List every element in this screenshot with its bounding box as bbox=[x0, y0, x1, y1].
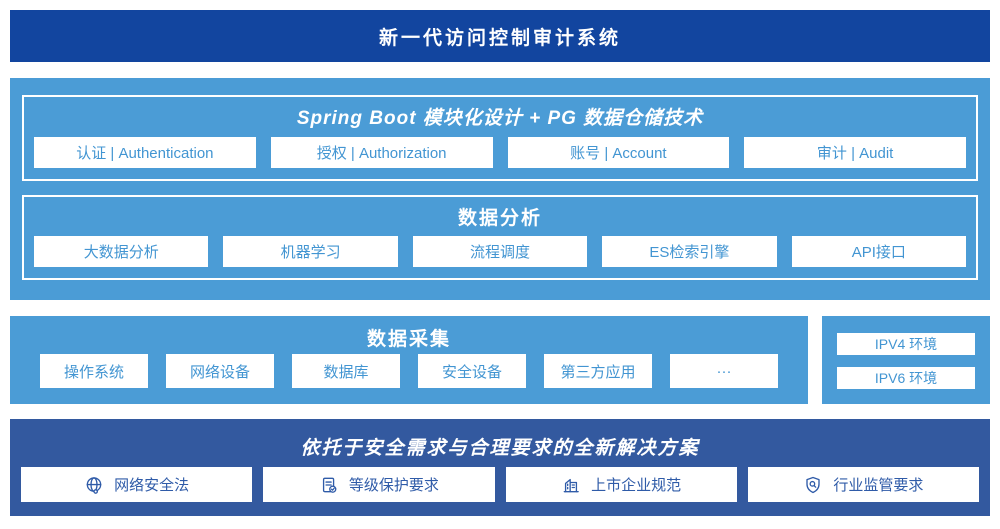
document-check-icon bbox=[319, 475, 339, 495]
requirement-label: 行业监管要求 bbox=[833, 477, 924, 494]
network-env-section: IPV4 环境 IPV6 环境 bbox=[822, 316, 990, 404]
analysis-es-search: ES检索引擎 bbox=[602, 236, 777, 267]
building-icon bbox=[561, 475, 581, 495]
modules-subsection: Spring Boot 模块化设计 + PG 数据仓储技术 认证 | Authe… bbox=[22, 95, 978, 181]
solution-title: 依托于安全需求与合理要求的全新解决方案 bbox=[300, 437, 700, 459]
collection-title: 数据采集 bbox=[366, 328, 451, 350]
source-third-party: 第三方应用 bbox=[544, 354, 652, 388]
analysis-subsection: 数据分析 大数据分析 机器学习 流程调度 ES检索引擎 API接口 bbox=[22, 194, 978, 280]
analysis-api: API接口 bbox=[791, 236, 967, 267]
requirement-classified-protection: 等级保护要求 bbox=[263, 467, 495, 502]
requirement-listed-company: 上市企业规范 bbox=[505, 467, 737, 502]
modules-row: 认证 | Authentication 授权 | Authorization 账… bbox=[24, 136, 976, 179]
source-os: 操作系统 bbox=[40, 354, 148, 388]
collection-section: 数据采集 操作系统 网络设备 数据库 安全设备 第三方应用 ··· bbox=[10, 316, 808, 404]
globe-icon bbox=[84, 475, 104, 495]
requirement-label: 网络安全法 bbox=[114, 477, 190, 494]
modules-title: Spring Boot 模块化设计 + PG 数据仓储技术 bbox=[296, 108, 704, 130]
module-authorization: 授权 | Authorization bbox=[270, 136, 493, 168]
ipv4-env: IPV4 环境 bbox=[837, 333, 975, 355]
source-security-device: 安全设备 bbox=[418, 354, 526, 388]
module-audit: 审计 | Audit bbox=[744, 136, 966, 168]
collection-items-row: 操作系统 网络设备 数据库 安全设备 第三方应用 ··· bbox=[10, 354, 808, 404]
module-account: 账号 | Account bbox=[507, 136, 730, 168]
collection-row: 数据采集 操作系统 网络设备 数据库 安全设备 第三方应用 ··· IPV4 环… bbox=[10, 316, 990, 404]
analysis-bigdata: 大数据分析 bbox=[34, 236, 209, 267]
analysis-machine-learning: 机器学习 bbox=[223, 236, 398, 267]
solution-section: 依托于安全需求与合理要求的全新解决方案 网络安全法 bbox=[10, 419, 990, 516]
module-authentication: 认证 | Authentication bbox=[34, 136, 256, 168]
source-database: 数据库 bbox=[292, 354, 400, 388]
ipv6-env: IPV6 环境 bbox=[837, 367, 975, 389]
source-more-ellipsis: ··· bbox=[670, 354, 778, 388]
analysis-workflow: 流程调度 bbox=[412, 236, 588, 267]
platform-section: Spring Boot 模块化设计 + PG 数据仓储技术 认证 | Authe… bbox=[10, 78, 990, 300]
requirement-network-law: 网络安全法 bbox=[21, 467, 253, 502]
source-network-device: 网络设备 bbox=[166, 354, 274, 388]
requirement-label: 上市企业规范 bbox=[591, 477, 682, 494]
analysis-title: 数据分析 bbox=[457, 207, 542, 229]
solution-items-row: 网络安全法 等级保护要求 bbox=[21, 467, 979, 502]
analysis-row: 大数据分析 机器学习 流程调度 ES检索引擎 API接口 bbox=[24, 236, 976, 278]
requirement-label: 等级保护要求 bbox=[348, 477, 439, 494]
system-title-banner: 新一代访问控制审计系统 bbox=[10, 10, 990, 62]
requirement-industry-regulation: 行业监管要求 bbox=[747, 467, 979, 502]
system-title: 新一代访问控制审计系统 bbox=[378, 27, 621, 49]
shield-search-icon bbox=[803, 475, 823, 495]
